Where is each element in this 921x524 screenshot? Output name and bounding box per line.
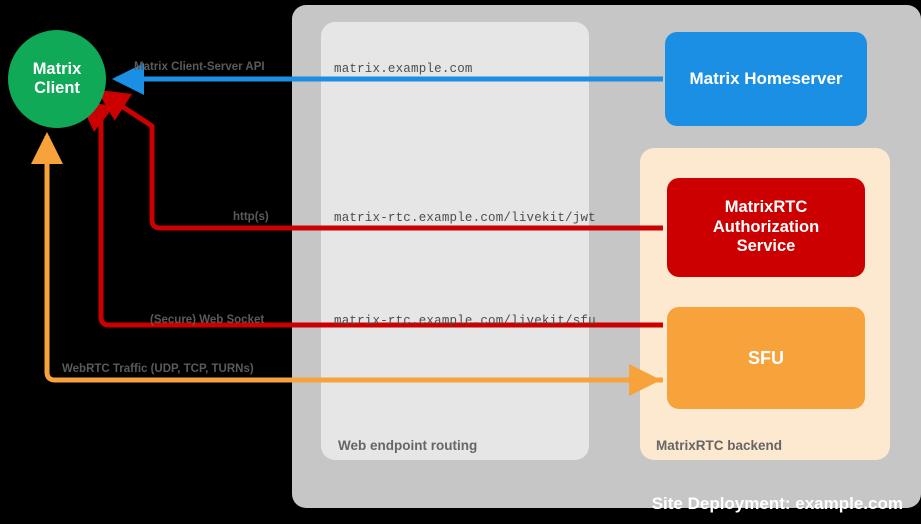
matrix-client-label-line1: Matrix bbox=[32, 59, 82, 78]
caption-web-endpoint-routing: Web endpoint routing bbox=[338, 438, 478, 453]
edge-https bbox=[96, 89, 663, 231]
matrix-homeserver-label: Matrix Homeserver bbox=[689, 69, 843, 88]
node-matrixrtc-authorization-service[interactable]: MatrixRTC Authorization Service bbox=[667, 178, 865, 277]
node-matrix-client[interactable]: Matrix Client bbox=[8, 30, 106, 128]
matrix-client-label-line2: Client bbox=[34, 79, 80, 97]
edge-label-web-socket: (Secure) Web Socket bbox=[150, 314, 265, 326]
node-sfu[interactable]: SFU bbox=[667, 307, 865, 409]
caption-site-deployment: Site Deployment: example.com bbox=[651, 494, 903, 513]
auth-service-label-line2: Authorization bbox=[712, 217, 820, 236]
sfu-label: SFU bbox=[748, 347, 784, 368]
caption-matrixrtc-backend: MatrixRTC backend bbox=[656, 438, 783, 453]
endpoint-label-livekit-jwt: matrix-rtc.example.com/livekit/jwt bbox=[334, 211, 596, 225]
edge-label-webrtc-traffic: WebRTC Traffic (UDP, TCP, TURNs) bbox=[62, 363, 254, 375]
auth-service-label-line1: MatrixRTC bbox=[724, 197, 808, 216]
auth-service-label-line3: Service bbox=[736, 237, 796, 256]
node-matrix-homeserver[interactable]: Matrix Homeserver bbox=[665, 32, 867, 126]
edge-webrtc-traffic bbox=[31, 131, 663, 383]
edge-label-https: http(s) bbox=[233, 211, 269, 223]
endpoint-label-livekit-sfu: matrix-rtc.example.com/livekit/sfu bbox=[334, 314, 596, 328]
web-endpoint-routing-container bbox=[321, 22, 589, 460]
edge-secure-web-socket bbox=[78, 99, 663, 328]
edge-label-client-server-api: Matrix Client-Server API bbox=[134, 61, 265, 73]
endpoint-label-matrix: matrix.example.com bbox=[334, 62, 473, 76]
